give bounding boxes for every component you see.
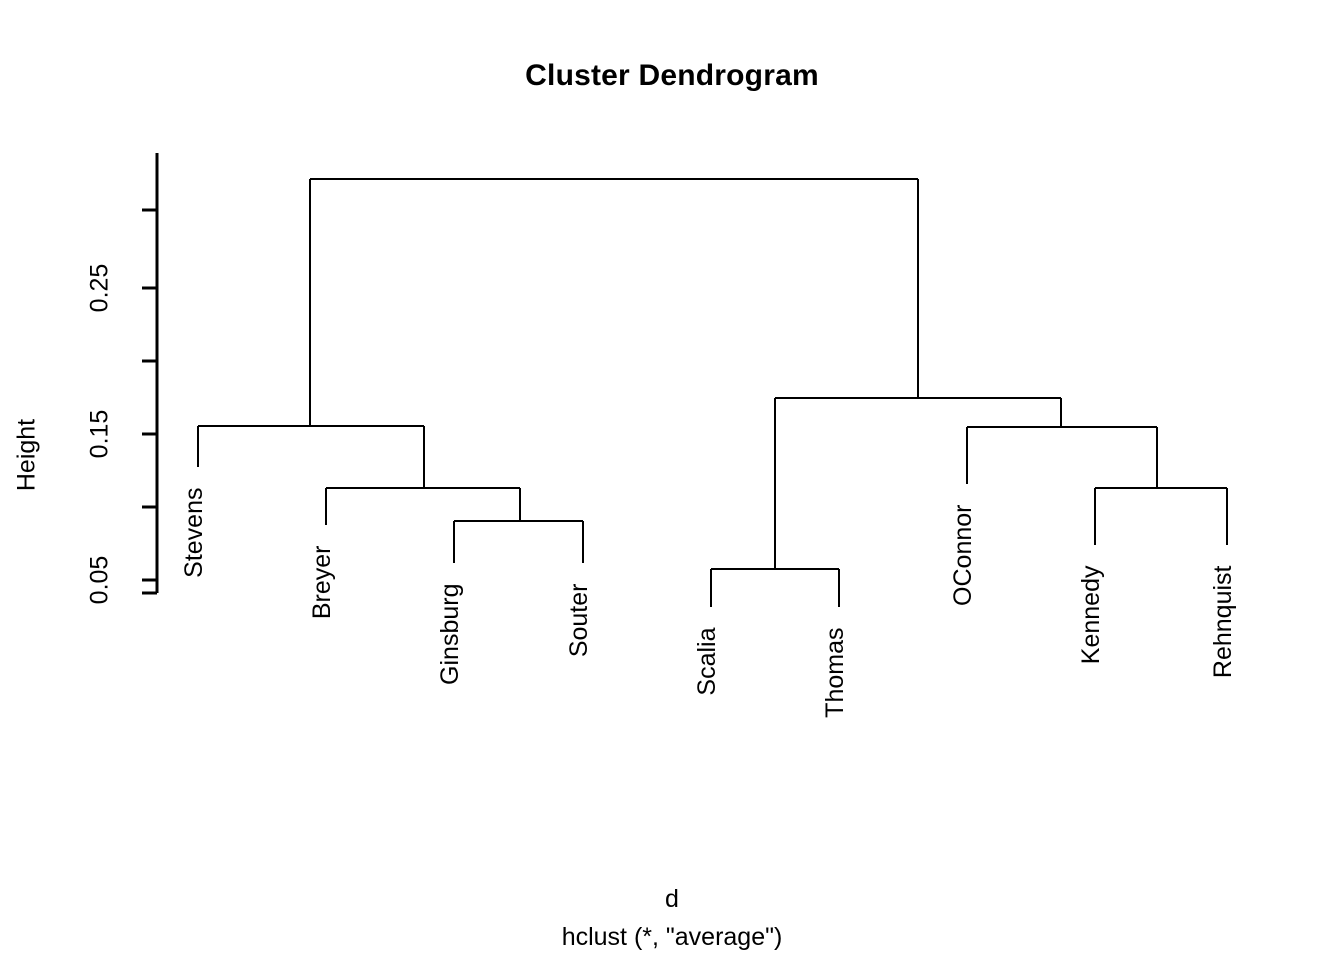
leaf-label-scalia: Scalia	[693, 627, 721, 696]
leaf-label-ginsburg: Ginsburg	[436, 583, 464, 685]
leaf-label-kennedy: Kennedy	[1077, 565, 1105, 665]
page-title: Cluster Dendrogram	[525, 59, 819, 92]
leaf-label-oconnor: OConnor	[949, 504, 977, 606]
x-axis-sublabel: hclust (*, "average")	[561, 923, 783, 951]
leaf-label-stevens: Stevens	[180, 487, 208, 578]
leaf-label-rehnquist: Rehnquist	[1209, 565, 1237, 679]
leaf-label-breyer: Breyer	[308, 545, 336, 620]
leaf-label-souter: Souter	[565, 583, 593, 658]
x-axis-label: d	[665, 885, 679, 913]
leaf-label-thomas: Thomas	[821, 627, 849, 718]
